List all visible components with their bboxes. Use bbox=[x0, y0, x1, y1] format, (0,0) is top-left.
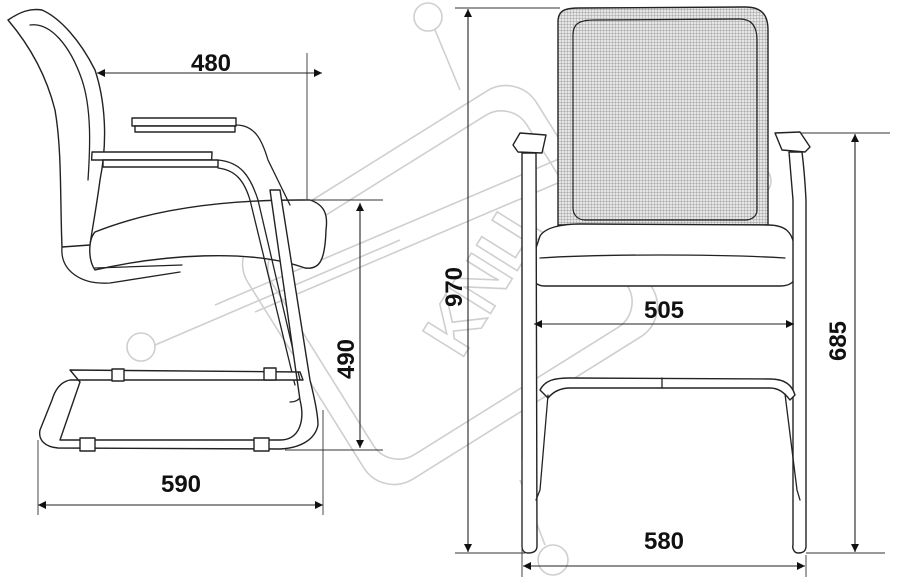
glide-cap bbox=[263, 367, 277, 381]
leg-right bbox=[788, 151, 807, 554]
dimension-685: 685 bbox=[800, 132, 890, 554]
dim-label-685: 685 bbox=[825, 321, 852, 361]
backrest-inner-edge bbox=[29, 24, 91, 181]
armrest-left bbox=[512, 132, 547, 154]
glide-cap bbox=[253, 437, 270, 452]
backrest-mesh bbox=[557, 6, 769, 226]
runner-right bbox=[784, 393, 801, 501]
backrest-inner-frame bbox=[572, 18, 758, 221]
dimension-505: 505 bbox=[534, 297, 794, 328]
arm-tube-near bbox=[217, 159, 303, 403]
glide-cap bbox=[111, 368, 125, 382]
armrest-near-base bbox=[102, 159, 219, 168]
backrest-side bbox=[7, 8, 106, 248]
dimension-580: 580 bbox=[521, 460, 807, 577]
dimension-480: 480 bbox=[97, 50, 322, 200]
armrest-right bbox=[774, 131, 811, 153]
watermark-circle bbox=[126, 332, 156, 362]
armrest-far-base bbox=[134, 125, 236, 133]
chair-side-view bbox=[7, 8, 328, 452]
leg-left bbox=[521, 152, 538, 554]
dimension-970: 970 bbox=[441, 7, 560, 554]
seat-seam bbox=[539, 254, 786, 259]
watermark-line bbox=[434, 29, 461, 91]
armrest-near bbox=[90, 151, 213, 161]
glide-cap bbox=[79, 437, 96, 452]
frame-under-seat bbox=[61, 246, 181, 284]
dim-label-590: 590 bbox=[161, 471, 201, 498]
dim-label-970: 970 bbox=[441, 267, 468, 307]
armrest-far bbox=[131, 117, 237, 127]
runner-left bbox=[535, 394, 549, 501]
watermark-line bbox=[254, 164, 601, 313]
base-frame bbox=[38, 189, 319, 450]
dim-label-490: 490 bbox=[333, 339, 360, 379]
dimension-490: 490 bbox=[285, 199, 383, 451]
watermark-circle bbox=[537, 544, 569, 576]
dim-label-580: 580 bbox=[644, 528, 684, 555]
seat-side bbox=[89, 199, 328, 271]
watermark-circle bbox=[413, 2, 443, 32]
dimension-590: 590 bbox=[37, 410, 324, 515]
dim-label-480: 480 bbox=[191, 50, 231, 77]
seat-bottom-line bbox=[94, 264, 183, 269]
arm-tube-near-inner bbox=[217, 167, 296, 386]
chair-front-view bbox=[512, 6, 811, 554]
arm-tube-far bbox=[235, 124, 291, 206]
crossbar bbox=[539, 377, 796, 401]
dim-label-505: 505 bbox=[644, 297, 684, 324]
